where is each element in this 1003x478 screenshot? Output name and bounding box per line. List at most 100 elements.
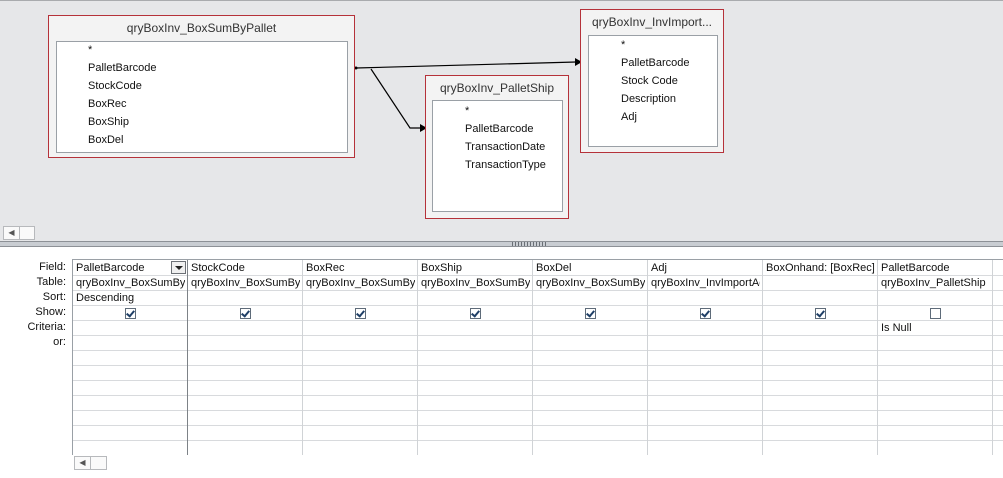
grid-column[interactable]: PalletBarcode qryBoxInv_BoxSumByPallet D…: [73, 260, 188, 455]
row-label-show: Show:: [35, 306, 66, 318]
show-checkbox[interactable]: [700, 308, 711, 319]
grid-column[interactable]: Adj qryBoxInv_InvImportAdj: [648, 260, 763, 455]
table-cell[interactable]: qryBoxInv_BoxSumByPallet: [306, 277, 415, 289]
table-box-invimport[interactable]: qryBoxInv_InvImport... * PalletBarcode S…: [580, 9, 724, 153]
field-item[interactable]: BoxRec: [88, 98, 127, 110]
criteria-cell[interactable]: [536, 321, 645, 336]
grid-line: [73, 290, 1003, 291]
field-item[interactable]: *: [465, 105, 470, 117]
sort-cell[interactable]: [191, 291, 300, 306]
design-grid-pane: Field: Table: Sort: Show: Criteria: or: …: [0, 247, 1003, 478]
grid-line: [73, 380, 1003, 381]
upper-horizontal-scrollbar[interactable]: ◀: [3, 226, 35, 240]
field-item[interactable]: StockCode: [88, 80, 142, 92]
table-cell[interactable]: qryBoxInv_PalletShip: [881, 277, 986, 289]
table-field-list[interactable]: * PalletBarcode Stock Code Description A…: [588, 35, 718, 147]
table-title[interactable]: qryBoxInv_PalletShip: [439, 81, 555, 95]
sort-cell[interactable]: [306, 291, 415, 306]
grid-column[interactable]: BoxRec qryBoxInv_BoxSumByPallet: [303, 260, 418, 455]
show-checkbox[interactable]: [585, 308, 596, 319]
field-item[interactable]: BoxShip: [88, 116, 129, 128]
grid-column[interactable]: BoxShip qryBoxInv_BoxSumByPallet: [418, 260, 533, 455]
field-cell[interactable]: PalletBarcode: [881, 262, 950, 274]
table-field-list[interactable]: * PalletBarcode StockCode BoxRec BoxShip…: [56, 41, 348, 153]
sort-cell[interactable]: [651, 291, 760, 306]
table-cell[interactable]: qryBoxInv_BoxSumByPallet: [421, 277, 530, 289]
field-item[interactable]: *: [88, 44, 93, 56]
field-item[interactable]: TransactionType: [465, 159, 546, 171]
grid-line: [73, 440, 1003, 441]
field-item[interactable]: *: [621, 39, 626, 51]
grid-column[interactable]: BoxOnhand: [BoxRec]: [763, 260, 878, 455]
grid-line: [73, 425, 1003, 426]
field-cell[interactable]: BoxShip: [421, 262, 462, 274]
field-item[interactable]: PalletBarcode: [465, 123, 534, 135]
criteria-cell[interactable]: [766, 321, 875, 336]
criteria-cell[interactable]: Is Null: [881, 322, 912, 334]
table-cell[interactable]: qryBoxInv_InvImportAdj: [651, 277, 760, 289]
sort-cell[interactable]: Descending: [76, 292, 135, 304]
field-cell[interactable]: StockCode: [191, 262, 245, 274]
table-cell[interactable]: qryBoxInv_BoxSumByPallet: [536, 277, 645, 289]
grid-line: [73, 320, 1003, 321]
table-field-list[interactable]: * PalletBarcode TransactionDate Transact…: [432, 100, 563, 212]
grid-column[interactable]: StockCode qryBoxInv_BoxSumByPallet: [188, 260, 303, 455]
show-checkbox[interactable]: [930, 308, 941, 319]
show-checkbox[interactable]: [125, 308, 136, 319]
row-label-criteria: Criteria:: [27, 321, 66, 333]
join-line-boxsum-invimport[interactable]: [355, 61, 577, 69]
row-label-field: Field:: [39, 261, 66, 273]
field-item[interactable]: TransactionDate: [465, 141, 546, 153]
grid-column[interactable]: [993, 260, 1003, 455]
row-label-sort: Sort:: [42, 291, 66, 303]
field-cell[interactable]: PalletBarcode: [76, 262, 145, 274]
criteria-cell[interactable]: [651, 321, 760, 336]
criteria-cell[interactable]: [76, 321, 185, 336]
field-cell[interactable]: BoxOnhand: [BoxRec]: [766, 262, 875, 274]
table-box-boxsumbypallet[interactable]: qryBoxInv_BoxSumByPallet * PalletBarcode…: [48, 15, 355, 158]
criteria-cell[interactable]: [421, 321, 530, 336]
grid-line: [73, 335, 1003, 336]
table-box-palletship[interactable]: qryBoxInv_PalletShip * PalletBarcode Tra…: [425, 75, 569, 219]
splitter-grip-icon[interactable]: [512, 242, 548, 246]
table-cell[interactable]: qryBoxInv_BoxSumByPallet: [191, 277, 300, 289]
field-item[interactable]: Stock Code: [621, 75, 678, 87]
join-line-boxsum-palletship[interactable]: [370, 68, 420, 129]
show-checkbox[interactable]: [355, 308, 366, 319]
show-checkbox[interactable]: [240, 308, 251, 319]
grid-column[interactable]: PalletBarcode qryBoxInv_PalletShip Is Nu…: [878, 260, 993, 455]
field-item[interactable]: Description: [621, 93, 677, 105]
field-cell[interactable]: BoxRec: [306, 262, 345, 274]
join-arrow-invimport: [575, 58, 582, 66]
query-design-grid[interactable]: PalletBarcode qryBoxInv_BoxSumByPallet D…: [72, 259, 1003, 455]
table-cell[interactable]: qryBoxInv_BoxSumByPallet: [76, 277, 185, 289]
pane-splitter[interactable]: [0, 241, 1003, 247]
table-cell[interactable]: [766, 276, 875, 291]
sort-cell[interactable]: [421, 291, 530, 306]
field-item[interactable]: PalletBarcode: [621, 57, 690, 69]
criteria-cell[interactable]: [306, 321, 415, 336]
field-item[interactable]: BoxDel: [88, 134, 124, 146]
table-title[interactable]: qryBoxInv_BoxSumByPallet: [126, 21, 277, 35]
sort-cell[interactable]: [766, 291, 875, 306]
scroll-left-icon[interactable]: ◀: [75, 457, 91, 469]
criteria-cell[interactable]: [191, 321, 300, 336]
sort-cell[interactable]: [881, 291, 990, 306]
table-title[interactable]: qryBoxInv_InvImport...: [591, 15, 713, 29]
grid-line: [73, 365, 1003, 366]
grid-column[interactable]: BoxDel qryBoxInv_BoxSumByPallet: [533, 260, 648, 455]
grid-line: [73, 305, 1003, 306]
sort-cell[interactable]: [536, 291, 645, 306]
field-item[interactable]: PalletBarcode: [88, 62, 157, 74]
scroll-left-icon[interactable]: ◀: [4, 227, 20, 239]
grid-line: [73, 350, 1003, 351]
grid-line: [73, 410, 1003, 411]
query-design-pane[interactable]: qryBoxInv_BoxSumByPallet * PalletBarcode…: [0, 0, 1003, 242]
field-item[interactable]: Adj: [621, 111, 637, 123]
chevron-down-icon[interactable]: [171, 261, 186, 274]
show-checkbox[interactable]: [470, 308, 481, 319]
field-cell[interactable]: Adj: [651, 262, 667, 274]
show-checkbox[interactable]: [815, 308, 826, 319]
field-cell[interactable]: BoxDel: [536, 262, 572, 274]
lower-horizontal-scrollbar[interactable]: ◀: [74, 456, 107, 470]
